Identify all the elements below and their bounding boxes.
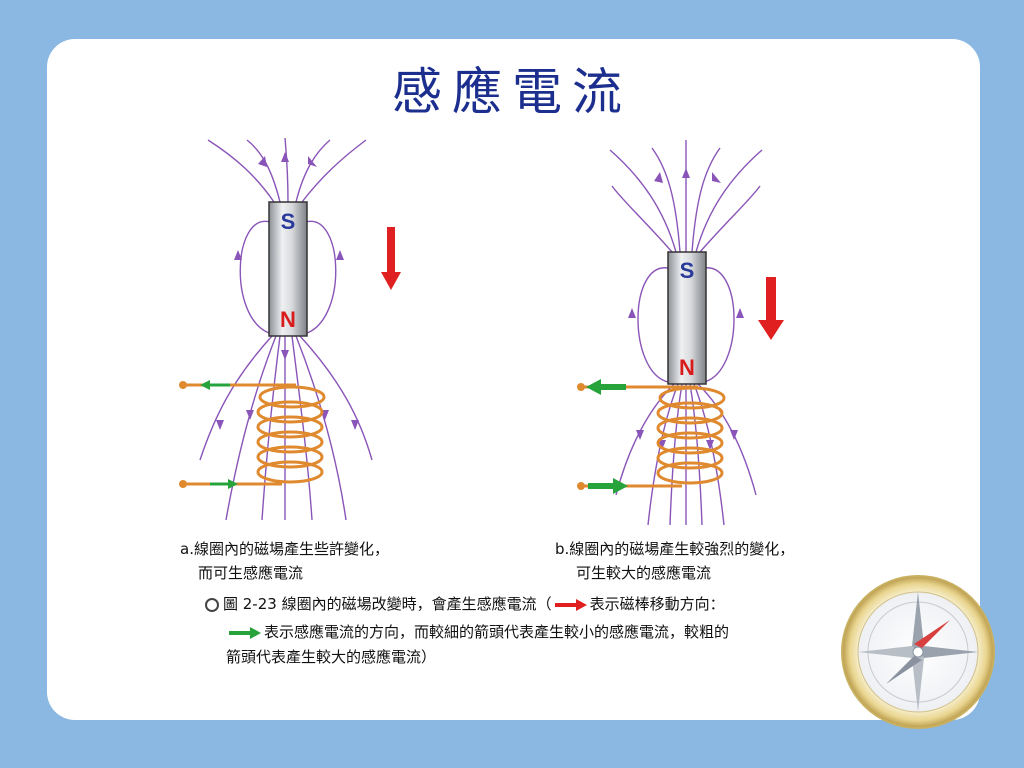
terminal-a-bottom [179,480,187,488]
figure-caption-line2: 表示感應電流的方向，而較細的箭頭代表產生較小的感應電流，較粗的 [226,621,729,642]
figure-caption-part1: 圖 2-23 線圈內的磁場改變時，會產生感應電流（ [223,595,552,613]
caption-a-line2: 而可生感應電流 [198,564,304,582]
motion-arrow-legend-icon [554,598,587,611]
current-arrow-a-top [200,380,230,390]
terminal-b-bottom [577,482,585,490]
current-arrow-legend-icon [229,626,261,639]
coil-b [583,385,726,488]
figure-caption-line1: 圖 2-23 線圈內的磁場改變時，會產生感應電流（ 表示磁棒移動方向： [205,593,725,614]
diagram-a: S N [179,137,401,521]
current-arrow-b-top [586,379,626,395]
terminal-b-top [577,383,585,391]
caption-b-line1: b.線圈內的磁場產生較強烈的變化， [555,540,795,558]
magnet-b-pole-s: S [680,258,695,283]
figure-caption-part3: 表示感應電流的方向，而較細的箭頭代表產生較小的感應電流，較粗的 [264,623,730,641]
figure-caption-part2: 表示磁棒移動方向： [589,595,725,613]
diagram-b: S N [577,140,784,526]
slide-panel [47,39,980,720]
caption-b-line2: 可生較大的感應電流 [576,564,712,582]
caption-a-line1: a.線圈內的磁場產生些許變化， [180,540,389,558]
bullet-icon [205,597,219,612]
slide-title: 感應電流 [392,63,632,121]
field-arrows-a [216,152,359,430]
magnet-b-pole-n: N [679,355,695,380]
compass-icon [841,575,995,729]
magnet-b [667,251,707,385]
current-arrow-b-bottom [588,478,628,494]
magnet-a [268,201,308,337]
magnet-a-pole-s: S [281,209,296,234]
field-lines-a [199,137,373,521]
terminal-a-top [179,381,187,389]
current-arrow-a-bottom [210,479,238,489]
motion-arrow-a [381,227,401,290]
motion-arrow-b [758,277,784,340]
magnet-a-pole-n: N [280,307,296,332]
field-arrows-b [628,168,744,450]
figure-caption-line3: 箭頭代表產生較大的感應電流） [226,648,437,666]
